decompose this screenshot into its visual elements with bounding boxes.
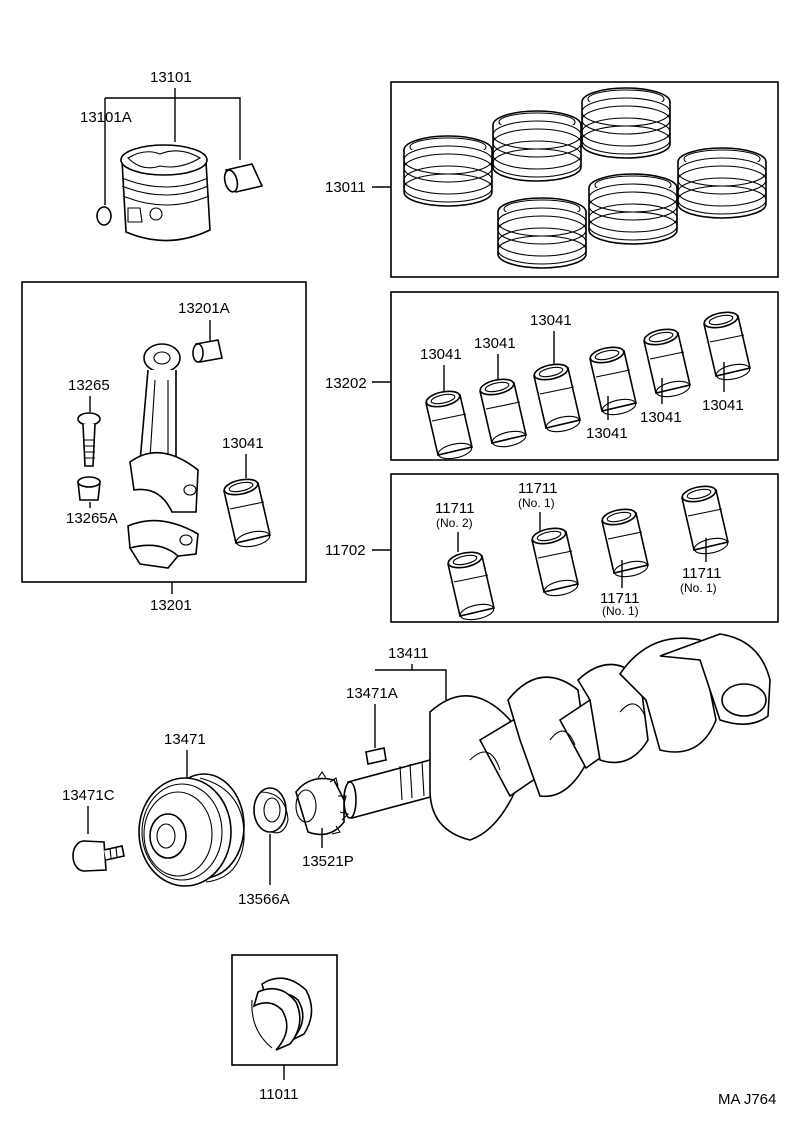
rod-nut [77, 476, 101, 501]
label-mb1-sub: (No. 2) [436, 516, 473, 530]
label-rb3: 13041 [530, 312, 572, 329]
label-rb4: 13041 [586, 425, 628, 442]
main-bearing-set-group: 11702 11711 (No. 2) 11711 (No. 1) 11711 … [325, 473, 779, 624]
rod-bearing-5 [642, 325, 692, 401]
label-rod-bushing: 13201A [178, 300, 230, 317]
rod-bearing-single [222, 475, 272, 551]
pulley-group: 13471 13471C 13566A [62, 731, 354, 908]
label-mb3: 11711 [600, 590, 640, 607]
label-mb4-sub: (No. 1) [680, 581, 717, 595]
rod-bearing-2 [478, 375, 528, 451]
label-ring-set: 13011 [325, 179, 366, 196]
label-rod-assembly: 13201 [150, 597, 192, 614]
thrust-washer [251, 977, 313, 1051]
label-mb4: 11711 [682, 565, 722, 582]
ring-3 [581, 87, 671, 159]
label-mb2: 11711 [518, 480, 558, 497]
piston-pin [223, 163, 264, 193]
pulley-bolt [72, 840, 125, 872]
rod-bushing [192, 339, 223, 363]
label-timing-gear: 13521P [302, 853, 354, 870]
washer [253, 787, 289, 834]
label-rb1: 13041 [420, 346, 462, 363]
main-bearing-4 [680, 482, 730, 558]
label-main-bearing-set: 11702 [325, 542, 366, 559]
label-piston-clip: 13101A [80, 109, 132, 126]
piston-group: 13101 13101A [80, 69, 264, 242]
label-crank-key: 13471A [346, 685, 398, 702]
label-rod-bolt: 13265 [68, 377, 110, 394]
snap-ring [96, 206, 112, 226]
label-rod-nut: 13265A [66, 510, 118, 527]
ring-set-group: 13011 [325, 81, 779, 278]
timing-gear [295, 771, 350, 836]
connecting-rod [129, 343, 199, 513]
label-rb6: 13041 [702, 397, 744, 414]
label-mb3-sub: (No. 1) [602, 604, 639, 618]
main-bearing-1 [446, 548, 496, 624]
ring-5 [588, 173, 678, 245]
main-bearing-2 [530, 524, 580, 600]
rod-bearing-set-group: 13202 13041 13041 13041 13041 13041 1304… [325, 291, 779, 463]
rod-bearing-1 [424, 387, 474, 463]
label-piston: 13101 [150, 69, 192, 86]
crank-key [365, 747, 387, 765]
ring-2 [492, 110, 582, 182]
label-rb5: 13041 [640, 409, 682, 426]
label-rod-bearing-set: 13202 [325, 375, 367, 392]
crank-pulley [138, 773, 245, 887]
rod-group: 13201 13201A 13265 13265A [21, 281, 307, 614]
label-crankshaft: 13411 [388, 645, 429, 662]
ring-6 [497, 197, 587, 269]
crankshaft [343, 633, 771, 841]
rod-bearing-6 [702, 308, 752, 384]
rod-cap [127, 519, 199, 569]
label-pulley-bolt: 13471C [62, 787, 115, 804]
rod-bearing-4 [588, 343, 638, 419]
label-washer: 13566A [238, 891, 290, 908]
crankshaft-group: 13411 13471A [343, 633, 771, 841]
main-bearing-3 [600, 505, 650, 581]
thrust-washer-group: 11011 [231, 954, 338, 1103]
ring-4 [677, 147, 767, 219]
diagram-code: MA J764 [718, 1091, 776, 1108]
rod-bearing-3 [532, 360, 582, 436]
label-rod-bearing-single: 13041 [222, 435, 264, 452]
ring-1 [403, 135, 493, 207]
piston [120, 144, 211, 242]
label-mb1: 11711 [435, 500, 475, 517]
label-mb2-sub: (No. 1) [518, 496, 555, 510]
label-pulley: 13471 [164, 731, 206, 748]
rod-bolt [77, 412, 101, 467]
label-thrust-washer: 11011 [259, 1086, 299, 1103]
label-rb2: 13041 [474, 335, 516, 352]
